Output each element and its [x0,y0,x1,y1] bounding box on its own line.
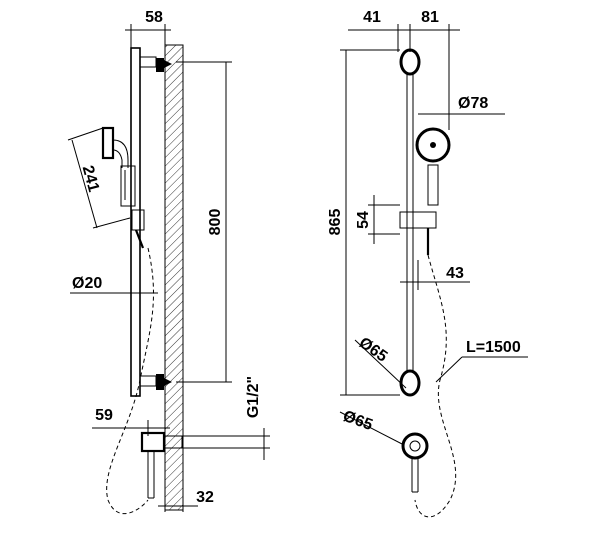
dim-58: 58 [145,9,163,26]
dim-800: 800 [207,209,224,236]
front-outlet [401,432,429,493]
front-hose [414,254,457,518]
front-bottom-bracket [399,369,421,397]
handshower [101,126,136,207]
dim-54: 54 [355,211,372,229]
front-slider [399,211,437,229]
wall-section [164,44,184,511]
water-inlet [140,431,183,499]
dim-241: 241 [79,164,102,194]
dim-dia-65-bracket: Ø65 [356,334,391,365]
dim-865: 865 [327,209,344,236]
dim-thread: G1/2" [245,376,262,418]
dim-hose-length: L=1500 [466,339,521,356]
dim-dia-65-outlet: Ø65 [341,408,375,434]
dim-32: 32 [196,489,214,506]
front-top-bracket [399,48,421,76]
dim-59: 59 [95,407,113,424]
side-slider [131,209,145,249]
dim-43: 43 [446,265,464,282]
side-view: 58 241 800 Ø20 59 G1/2" 32 [67,9,270,515]
dim-dia-20: Ø20 [72,275,102,292]
front-view: 41 81 Ø78 865 54 43 Ø65 L=1500 Ø65 [327,9,528,518]
dim-dia-78: Ø78 [458,95,488,112]
sliding-bar [130,47,141,397]
top-bracket [139,56,172,72]
front-bar [406,51,414,393]
dim-41: 41 [363,9,381,26]
hose-curve [106,247,154,515]
front-handle [427,164,439,206]
dim-81: 81 [421,9,439,26]
